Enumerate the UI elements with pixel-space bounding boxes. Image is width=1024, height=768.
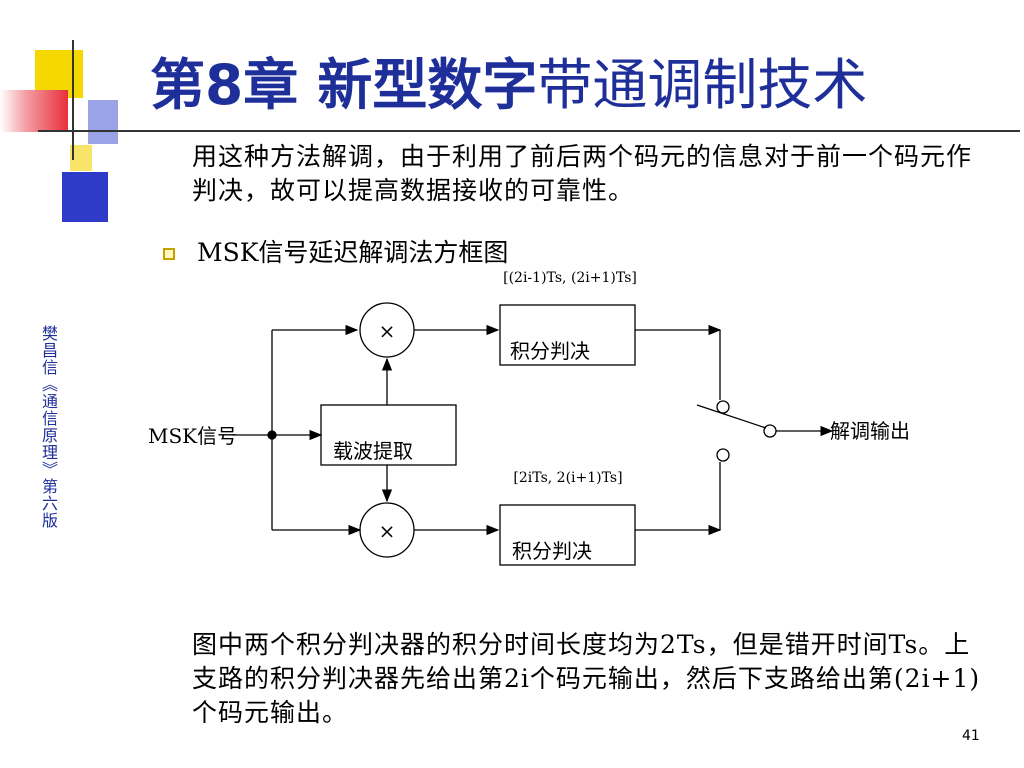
interval-top-label: [(2i-1)Ts, (2i+1)Ts] xyxy=(503,270,637,286)
switch-blade xyxy=(696,404,767,429)
multiplier-bottom-symbol: × xyxy=(379,519,396,543)
explanation-paragraph: 图中两个积分判决器的积分时间长度均为2Ts，但是错开时间Ts。上支路的积分判决器… xyxy=(192,630,981,727)
page-title: 第8章 新型数字带通调制技术 xyxy=(150,45,1010,125)
title-bold-part: 第8章 新型数字 xyxy=(150,53,538,117)
deco-blue-strip xyxy=(88,100,118,144)
integrator-bottom-box xyxy=(499,504,636,566)
integrator-top-box xyxy=(499,304,636,366)
sidebar-book-reference: 樊昌信《通信原理》第六版 xyxy=(39,325,58,529)
output-label: 解调输出 xyxy=(830,419,910,443)
deco-horizontal-line xyxy=(38,130,1020,132)
interval-bottom-label: [2iTs, 2(i+1)Ts] xyxy=(513,470,622,486)
deco-vertical-line xyxy=(72,40,74,160)
integrator-top-label: 积分判决 xyxy=(510,339,590,363)
switch-contact-top xyxy=(716,400,730,414)
bullet-square-icon xyxy=(163,248,175,260)
page-number: 41 xyxy=(962,728,980,744)
title-rest-part: 带通调制技术 xyxy=(537,53,868,117)
deco-blue-square xyxy=(62,172,108,222)
switch-pivot xyxy=(763,424,777,438)
deco-red-bar xyxy=(0,90,68,132)
deco-yellow-small xyxy=(70,145,92,171)
carrier-extraction-label: 载波提取 xyxy=(333,439,413,463)
multiplier-top-symbol: × xyxy=(379,319,396,343)
input-label: MSK信号 xyxy=(148,424,237,448)
bullet-text: MSK信号延迟解调法方框图 xyxy=(197,238,509,267)
integrator-bottom-label: 积分判决 xyxy=(512,539,592,563)
intro-paragraph: 用这种方法解调，由于利用了前后两个码元的信息对于前一个码元作判决，故可以提高数据… xyxy=(192,142,973,205)
switch-contact-bottom xyxy=(716,448,730,462)
carrier-extraction-box xyxy=(320,404,457,466)
